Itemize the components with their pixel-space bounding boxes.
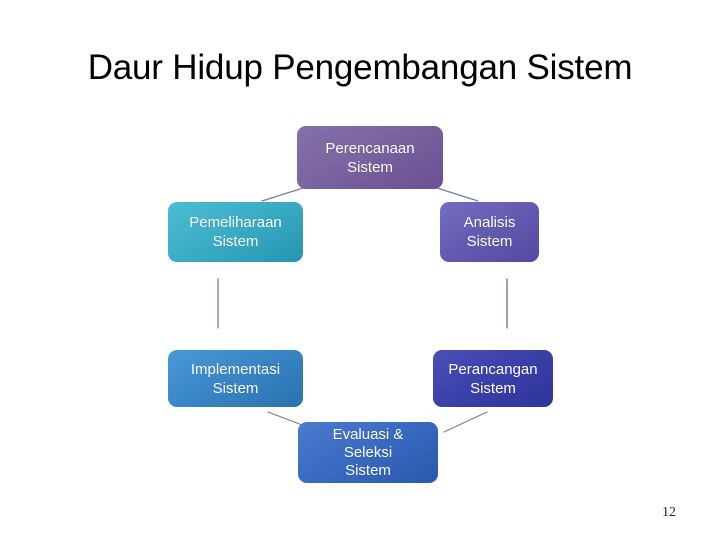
page-number: 12 [662,505,676,520]
cycle-node-analisis[interactable]: Analisis Sistem [440,202,539,262]
cycle-node-label: Evaluasi & Seleksi Sistem [332,425,404,479]
cycle-node-label: Perancangan Sistem [448,360,538,397]
cycle-node-label: Implementasi Sistem [190,360,281,397]
cycle-node-label: Pemeliharaan Sistem [189,214,282,250]
cycle-node-perencanaan[interactable]: Perencanaan Sistem [297,126,443,189]
connector-perencanaan-to-pemeliharaan [261,187,304,202]
cycle-node-label: Perencanaan Sistem [325,139,415,176]
cycle-node-label: Analisis Sistem [463,214,516,250]
page-title: Daur Hidup Pengembangan Sistem [87,48,633,87]
connector-perencanaan-to-analisis [436,187,479,202]
cycle-node-perancangan[interactable]: Perancangan Sistem [433,350,553,407]
cycle-node-pemeliharaan[interactable]: Pemeliharaan Sistem [168,202,303,262]
cycle-node-evaluasi[interactable]: Evaluasi & Seleksi Sistem [298,422,438,483]
cycle-node-implementasi[interactable]: Implementasi Sistem [168,350,303,407]
connector-evaluasi-to-perancangan [443,411,488,433]
